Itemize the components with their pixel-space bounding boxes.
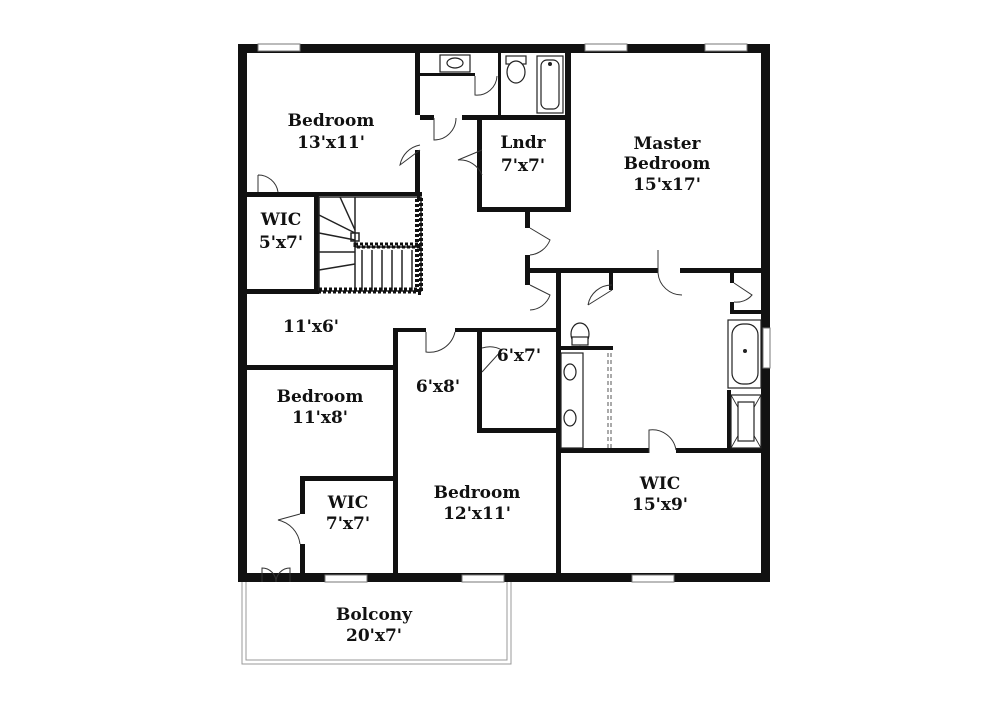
room-size-bedroom-w: 11'x8' xyxy=(292,408,348,428)
room-size-wic-sw: 7'x7' xyxy=(326,514,370,534)
room-size-closet-a: 6'x7' xyxy=(497,346,541,366)
room-size-balcony: 20'x7' xyxy=(346,626,402,646)
room-name-wic-sw: WIC xyxy=(327,493,369,513)
room-size-bedroom-nw: 13'x11' xyxy=(297,133,365,153)
windows xyxy=(257,43,771,583)
interior-walls xyxy=(247,53,761,578)
room-name-laundry: Lndr xyxy=(500,133,546,153)
room-size-wic-se: 15'x9' xyxy=(632,495,688,515)
room-name-wic-nw: WIC xyxy=(260,210,302,230)
room-size-wic-nw: 5'x7' xyxy=(259,233,303,253)
doors xyxy=(257,75,753,583)
room-size-hall: 11'x6' xyxy=(283,317,339,337)
balcony-railing xyxy=(241,582,512,665)
room-labels: Bedroom 13'x11' Lndr 7'x7' Master Bedroo… xyxy=(259,111,710,646)
bath-fixtures xyxy=(439,54,762,449)
room-name-master-line1: Master xyxy=(633,134,701,154)
room-name-master-line2: Bedroom xyxy=(624,154,711,174)
room-name-balcony: Bolcony xyxy=(336,605,413,625)
staircase xyxy=(317,195,423,295)
room-size-bedroom-s: 12'x11' xyxy=(443,504,511,524)
room-name-bedroom-w: Bedroom xyxy=(277,387,364,407)
room-size-master: 15'x17' xyxy=(633,175,701,195)
room-name-bedroom-nw: Bedroom xyxy=(288,111,375,131)
room-size-closet-b: 6'x8' xyxy=(416,377,460,397)
room-name-wic-se: WIC xyxy=(639,474,681,494)
room-name-bedroom-s: Bedroom xyxy=(434,483,521,503)
room-size-laundry: 7'x7' xyxy=(501,156,545,176)
